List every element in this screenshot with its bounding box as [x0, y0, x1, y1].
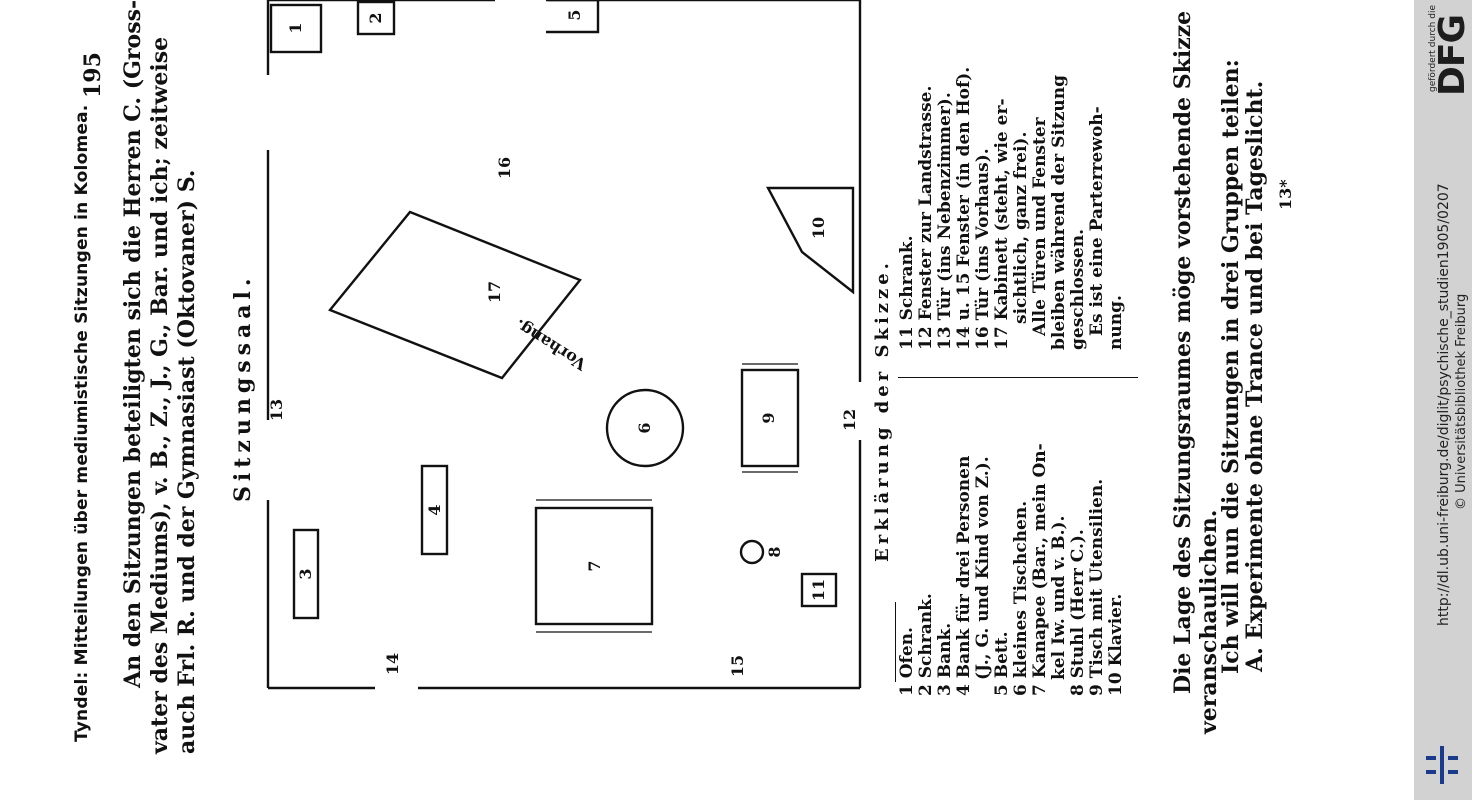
rotated-book-page: Tyndel: Mitteilungen über mediumistische…: [72, 0, 1295, 754]
label-12: 12: [840, 409, 859, 431]
label-4: 4: [425, 504, 444, 515]
label-15: 15: [728, 655, 747, 677]
legend-right-3: 14 u. 15 Fenster (in den Hof).: [954, 66, 974, 350]
legend-right-10: Es ist eine Parterrewoh-: [1087, 106, 1107, 336]
label-8: 8: [765, 546, 784, 557]
legend-title: Erklärung der Skizze.: [872, 259, 893, 562]
closing-line-1: Die Lage des Sitzungsraumes möge vorsteh…: [1170, 10, 1196, 694]
legend-right-column: 11 Schrank. 12 Fenster zur Landstrasse. …: [897, 66, 1126, 351]
legend-right-0: 11 Schrank.: [897, 235, 917, 350]
legend-left-4: (J., G. und Kind von Z.).: [973, 456, 993, 680]
floor-plan-sketch: 1 2 3 4 5 6 7 8 9 10 11 12 13 14 15 16 1…: [266, 0, 862, 690]
closing-line-3: Ich will nun die Sitzungen in drei Grupp…: [1218, 59, 1244, 674]
legend-left-3: 4 Bank für drei Personen: [954, 455, 974, 696]
label-9: 9: [759, 412, 778, 423]
legend-left-10: 9 Tisch mit Utensilien.: [1087, 478, 1107, 696]
legend-right-5: 17 Kabinett (steht, wie er-: [992, 98, 1012, 351]
label-1: 1: [286, 22, 305, 33]
legend-right-4: 16 Tür (ins Vorhaus).: [973, 148, 993, 350]
legend-right-2: 13 Tür (ins Nebenzimmer).: [935, 92, 955, 350]
legend-right-6: sichtlich, ganz frei).: [1011, 131, 1031, 324]
label-5: 5: [565, 9, 584, 20]
label-7: 7: [585, 560, 604, 571]
dfg-logo: DFG: [1432, 14, 1472, 96]
source-url-link[interactable]: http://dl.ub.uni-freiburg.de/diglit/psyc…: [1436, 183, 1452, 626]
legend-right-1: 12 Fenster zur Landstrasse.: [916, 85, 936, 350]
label-17: 17: [485, 281, 504, 303]
label-16: 16: [495, 157, 514, 179]
label-11: 11: [809, 579, 828, 601]
legend-column-divider: [898, 377, 1138, 378]
closing-line-4: A. Experimente ohne Trance und bei Tages…: [1242, 80, 1268, 672]
label-10: 10: [809, 217, 828, 239]
library-sidebar: gefördert durch die DFG http://dl.ub.uni…: [1414, 0, 1472, 800]
legend-right-8: bleiben während der Sitzung: [1049, 75, 1069, 350]
label-14: 14: [383, 653, 402, 675]
legend-left-0: 1 Ofen.: [897, 627, 917, 696]
copyright-text: © Universitätsbibliothek Freiburg: [1454, 293, 1469, 510]
legend-left-2: 3 Bank.: [935, 622, 955, 696]
legend-right-11: nung.: [1106, 295, 1126, 350]
legend-left-1: 2 Schrank.: [916, 593, 936, 696]
legend-left-6: 6 kleines Tischchen.: [1011, 500, 1031, 696]
legend-left-7: 7 Kanapee (Bar., mein On-: [1030, 443, 1050, 696]
legend-right-9: geschlossen.: [1068, 228, 1088, 350]
legend-left-5: 5 Bett.: [992, 631, 1012, 696]
signature-mark: 13*: [1276, 179, 1295, 210]
label-3: 3: [296, 568, 315, 579]
legend-left-11: 10 Klavier.: [1106, 593, 1126, 696]
legend-left-8: kel Iw. und v. B.).: [1049, 515, 1069, 680]
legend-divider-left: [895, 602, 896, 682]
legend-left-column: 1 Ofen. 2 Schrank. 3 Bank. 4 Bank für dr…: [897, 443, 1126, 696]
label-2: 2: [366, 12, 385, 23]
legend-right-7: Alle Türen und Fenster: [1030, 117, 1050, 336]
curtain-label: Vorhang.: [511, 315, 590, 374]
legend-left-9: 8 Stuhl (Herr C.).: [1068, 529, 1088, 696]
label-6: 6: [635, 422, 654, 433]
label-13: 13: [267, 399, 286, 421]
university-logo-icon: [1426, 746, 1458, 784]
